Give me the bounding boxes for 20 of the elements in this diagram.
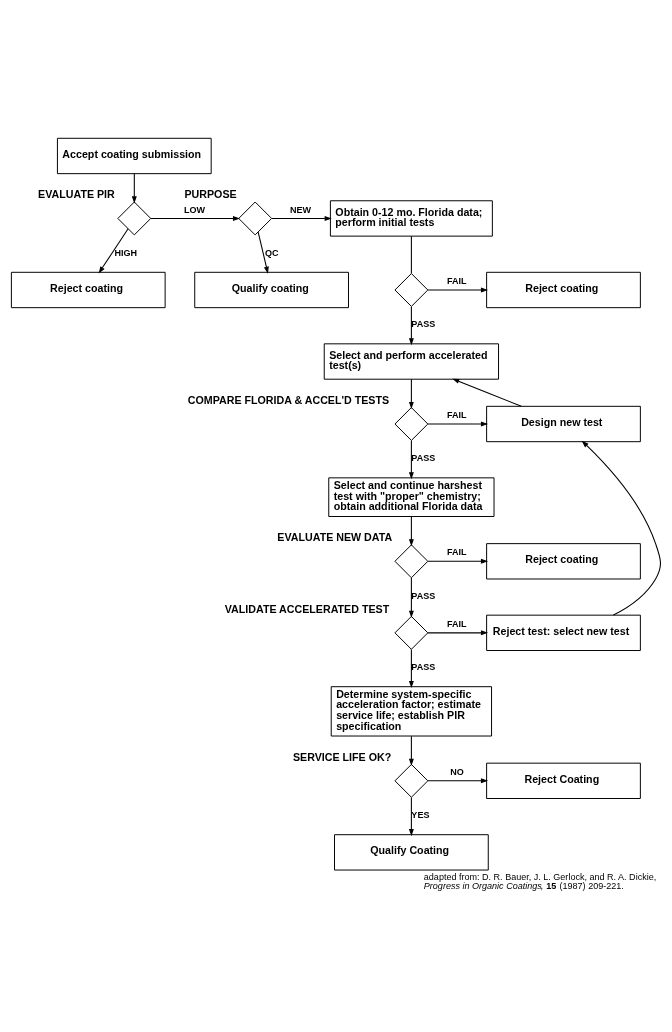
node-label: PURPOSE xyxy=(184,187,237,200)
edge-label: FAIL xyxy=(446,618,467,629)
edge-label: FAIL xyxy=(446,546,467,557)
edge-label: PASS xyxy=(411,590,436,601)
edge-label: PASS xyxy=(411,318,436,329)
edge-label: FAIL xyxy=(446,409,467,420)
edge-label: HIGH xyxy=(114,247,138,258)
caption: adapted from: D. R. Bauer, J. L. Gerlock, and R. A. Dickie, Progress in Organic Coatings, 15 (1987) 209-221. xyxy=(423,871,657,891)
node-label: EVALUATE NEW DATA xyxy=(277,530,393,543)
node-label: COMPARE FLORIDA & ACCEL'D TESTS xyxy=(187,393,390,406)
edge-label: QC xyxy=(265,247,279,258)
edge-label: NO xyxy=(450,766,464,777)
edge-label: NEW xyxy=(289,204,311,215)
node-label: SERVICE LIFE OK? xyxy=(292,750,392,763)
edge-label: PASS xyxy=(411,452,436,463)
node-label: EVALUATE PIR xyxy=(38,187,115,200)
edge-label: LOW xyxy=(184,204,206,215)
edge-label: FAIL xyxy=(446,275,467,286)
edge-label: PASS xyxy=(411,661,436,672)
node-label: VALIDATE ACCELERATED TEST xyxy=(224,602,390,615)
